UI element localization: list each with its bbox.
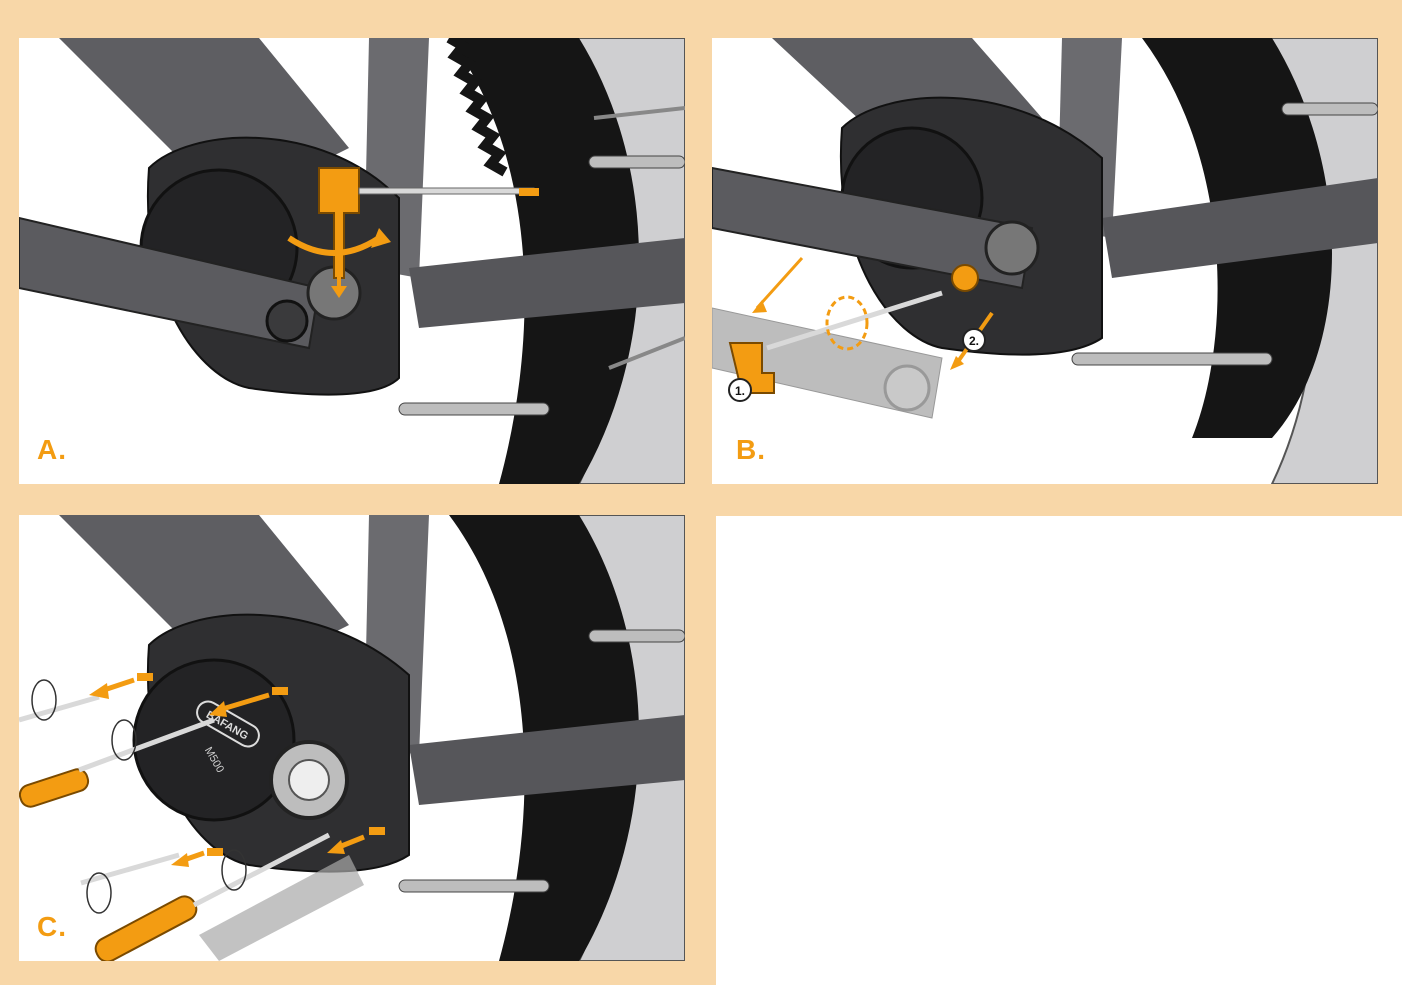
screwdriver-top bbox=[19, 717, 215, 808]
remove-arrowhead-b bbox=[950, 356, 964, 370]
arrowhead-c-2 bbox=[209, 701, 227, 717]
arrow-c-1 bbox=[103, 677, 135, 693]
pull-arrow-b bbox=[755, 256, 804, 310]
arrowhead-c-3 bbox=[171, 853, 189, 867]
chainstay-b bbox=[1102, 178, 1378, 278]
loose-bit-bottom bbox=[80, 852, 180, 886]
chain-a-top bbox=[588, 155, 685, 169]
screw-c-2 bbox=[272, 687, 288, 695]
spindle-center-c bbox=[288, 759, 330, 801]
hex-key-shaft-b bbox=[766, 290, 943, 351]
panel-b: 1. 2. B. bbox=[712, 38, 1378, 484]
chain-c-bottom bbox=[398, 879, 550, 893]
hex-key-a bbox=[318, 167, 360, 279]
chain-a-bottom bbox=[398, 402, 550, 416]
loose-bit-top bbox=[19, 694, 100, 723]
pull-arrowhead-b bbox=[752, 300, 767, 313]
brand-badge-c bbox=[196, 700, 260, 748]
chain-c-top bbox=[588, 629, 685, 643]
rotate-marker-c-2 bbox=[111, 719, 137, 761]
screw-c-1 bbox=[137, 673, 153, 681]
crank-arm-a bbox=[19, 216, 321, 350]
panel-b-illustration: 1. 2. bbox=[712, 38, 1378, 484]
chainstay-a bbox=[409, 238, 685, 328]
callout-circle-2 bbox=[962, 328, 986, 352]
spoke-a-1 bbox=[593, 106, 685, 120]
chain-b-bottom bbox=[1071, 352, 1273, 366]
callout-2: 2. bbox=[969, 334, 979, 348]
arrowhead-c-1 bbox=[89, 683, 109, 699]
rotate-marker-c-3 bbox=[86, 872, 112, 914]
removed-crank-c bbox=[199, 855, 364, 961]
arrowhead-c-4 bbox=[327, 840, 345, 854]
panel-a: A. bbox=[19, 38, 685, 484]
step-label-c: C. bbox=[37, 911, 67, 942]
rotate-arrow-a bbox=[287, 235, 381, 256]
panel-c: BAFANG M500 C. bbox=[19, 515, 685, 961]
rotate-arrowhead-a bbox=[371, 228, 391, 248]
rotate-marker-c-1 bbox=[31, 679, 57, 721]
axle-b bbox=[984, 220, 1040, 276]
callout-circle-1 bbox=[728, 378, 752, 402]
screw-c-3 bbox=[207, 848, 223, 856]
screw-c-4 bbox=[369, 827, 385, 835]
down-arrowhead-a bbox=[331, 286, 347, 298]
hex-key-tip-a bbox=[519, 188, 539, 196]
chainstay-c bbox=[409, 715, 685, 805]
chain-b-top bbox=[1281, 102, 1378, 116]
panel-a-illustration bbox=[19, 38, 685, 484]
callout-1: 1. bbox=[735, 384, 745, 398]
crank-bolt-a bbox=[265, 299, 309, 343]
screwdriver-bottom bbox=[94, 832, 331, 961]
arrow-c-4 bbox=[338, 834, 365, 850]
spoke-a-2 bbox=[608, 336, 685, 370]
rotate-marker-c-4 bbox=[221, 849, 247, 891]
rotate-arrow-b bbox=[825, 295, 869, 351]
chainring-teeth-a bbox=[446, 38, 508, 177]
step-label-b: B. bbox=[736, 434, 766, 465]
hex-key-shaft-a bbox=[358, 187, 535, 195]
arrow-c-2 bbox=[218, 692, 270, 713]
panel-c-illustration: BAFANG M500 bbox=[19, 515, 685, 961]
removed-crank-eye-b bbox=[883, 364, 931, 412]
step-label-a: A. bbox=[37, 434, 67, 465]
crank-arm-b bbox=[712, 166, 1034, 290]
crank-bolt-b bbox=[951, 264, 979, 292]
